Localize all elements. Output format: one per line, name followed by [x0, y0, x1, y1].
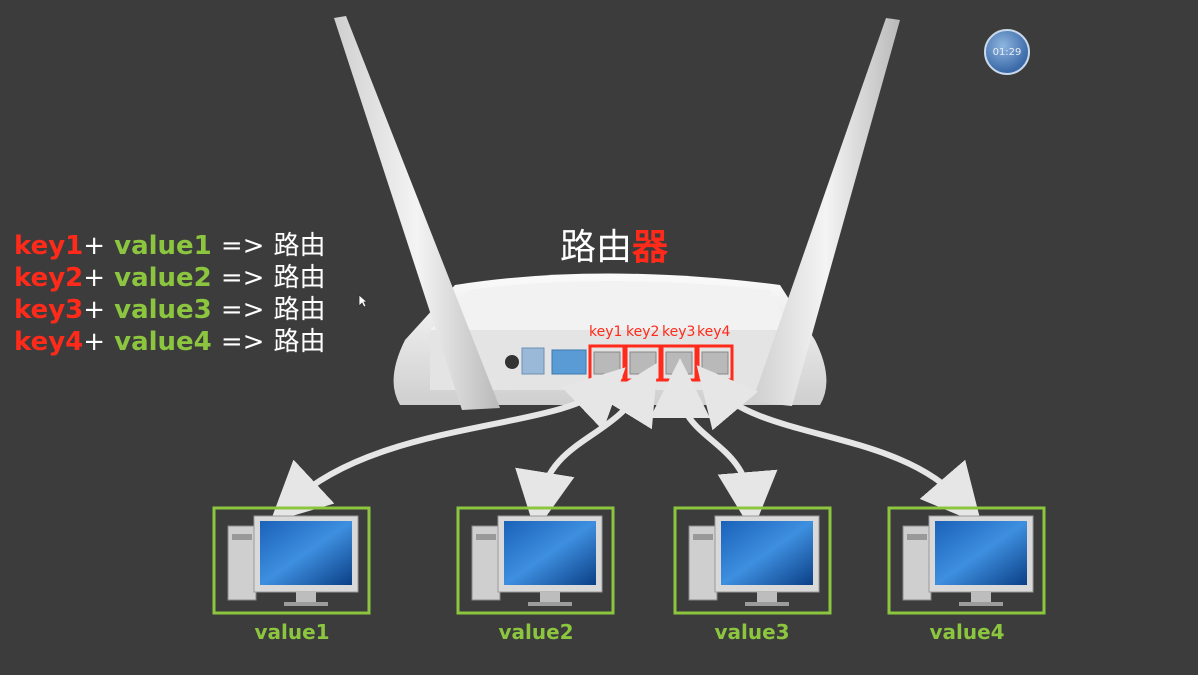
mapping-arrow: =>: [220, 327, 265, 357]
mapping-target: 路由: [273, 231, 326, 261]
mapping-row: key1+ value1 => 路由: [14, 230, 325, 262]
mapping-key: key3: [14, 295, 84, 325]
mapping-plus: +: [83, 295, 106, 325]
router-title: 路由器: [560, 218, 668, 270]
computer-label: value4: [929, 620, 1005, 644]
mapping-value: value4: [114, 327, 212, 357]
port-label: key3: [662, 324, 696, 340]
mapping-value: value3: [114, 295, 212, 325]
computer-value2: [456, 506, 615, 615]
computers: [212, 506, 1046, 615]
mapping-row: key3+ value3 => 路由: [14, 294, 325, 326]
mapping-arrow: =>: [220, 263, 265, 293]
mapping-arrow: =>: [220, 295, 265, 325]
port-label: key2: [626, 324, 660, 340]
mapping-target: 路由: [273, 263, 326, 293]
computer-value1: [212, 506, 371, 615]
antenna-left: [334, 16, 500, 410]
mapping-key: key4: [14, 327, 84, 357]
router-title-accent: 器: [632, 227, 669, 268]
mapping-value: value1: [114, 231, 212, 261]
computer-label: value2: [498, 620, 574, 644]
timer-badge[interactable]: 01:29: [984, 29, 1030, 75]
mapping-plus: +: [83, 263, 106, 293]
mapping-value: value2: [114, 263, 212, 293]
computer-value3: [673, 506, 832, 615]
arrow-key2-value2: [515, 362, 658, 532]
mapping-arrow: =>: [220, 231, 265, 261]
key-value-mapping: key1+ value1 => 路由 key2+ value2 => 路由 ke…: [14, 230, 325, 358]
mapping-plus: +: [83, 327, 106, 357]
computer-label: value3: [714, 620, 790, 644]
port-label: key1: [589, 324, 623, 340]
connections: [270, 358, 982, 532]
port-label: key4: [697, 324, 731, 340]
mapping-row: key2+ value2 => 路由: [14, 262, 325, 294]
computer-label: value1: [254, 620, 330, 644]
arrow-key1-value1: [270, 367, 626, 523]
mapping-key: key1: [14, 231, 84, 261]
antenna-right: [752, 18, 900, 406]
router-title-main: 路由: [560, 227, 633, 268]
mapping-plus: +: [83, 231, 106, 261]
mapping-row: key4+ value4 => 路由: [14, 326, 325, 358]
mapping-target: 路由: [273, 327, 326, 357]
mapping-key: key2: [14, 263, 84, 293]
mouse-cursor-icon: [358, 294, 368, 308]
mapping-target: 路由: [273, 295, 326, 325]
computer-value4: [887, 506, 1046, 615]
arrow-key4-value4: [696, 365, 982, 525]
